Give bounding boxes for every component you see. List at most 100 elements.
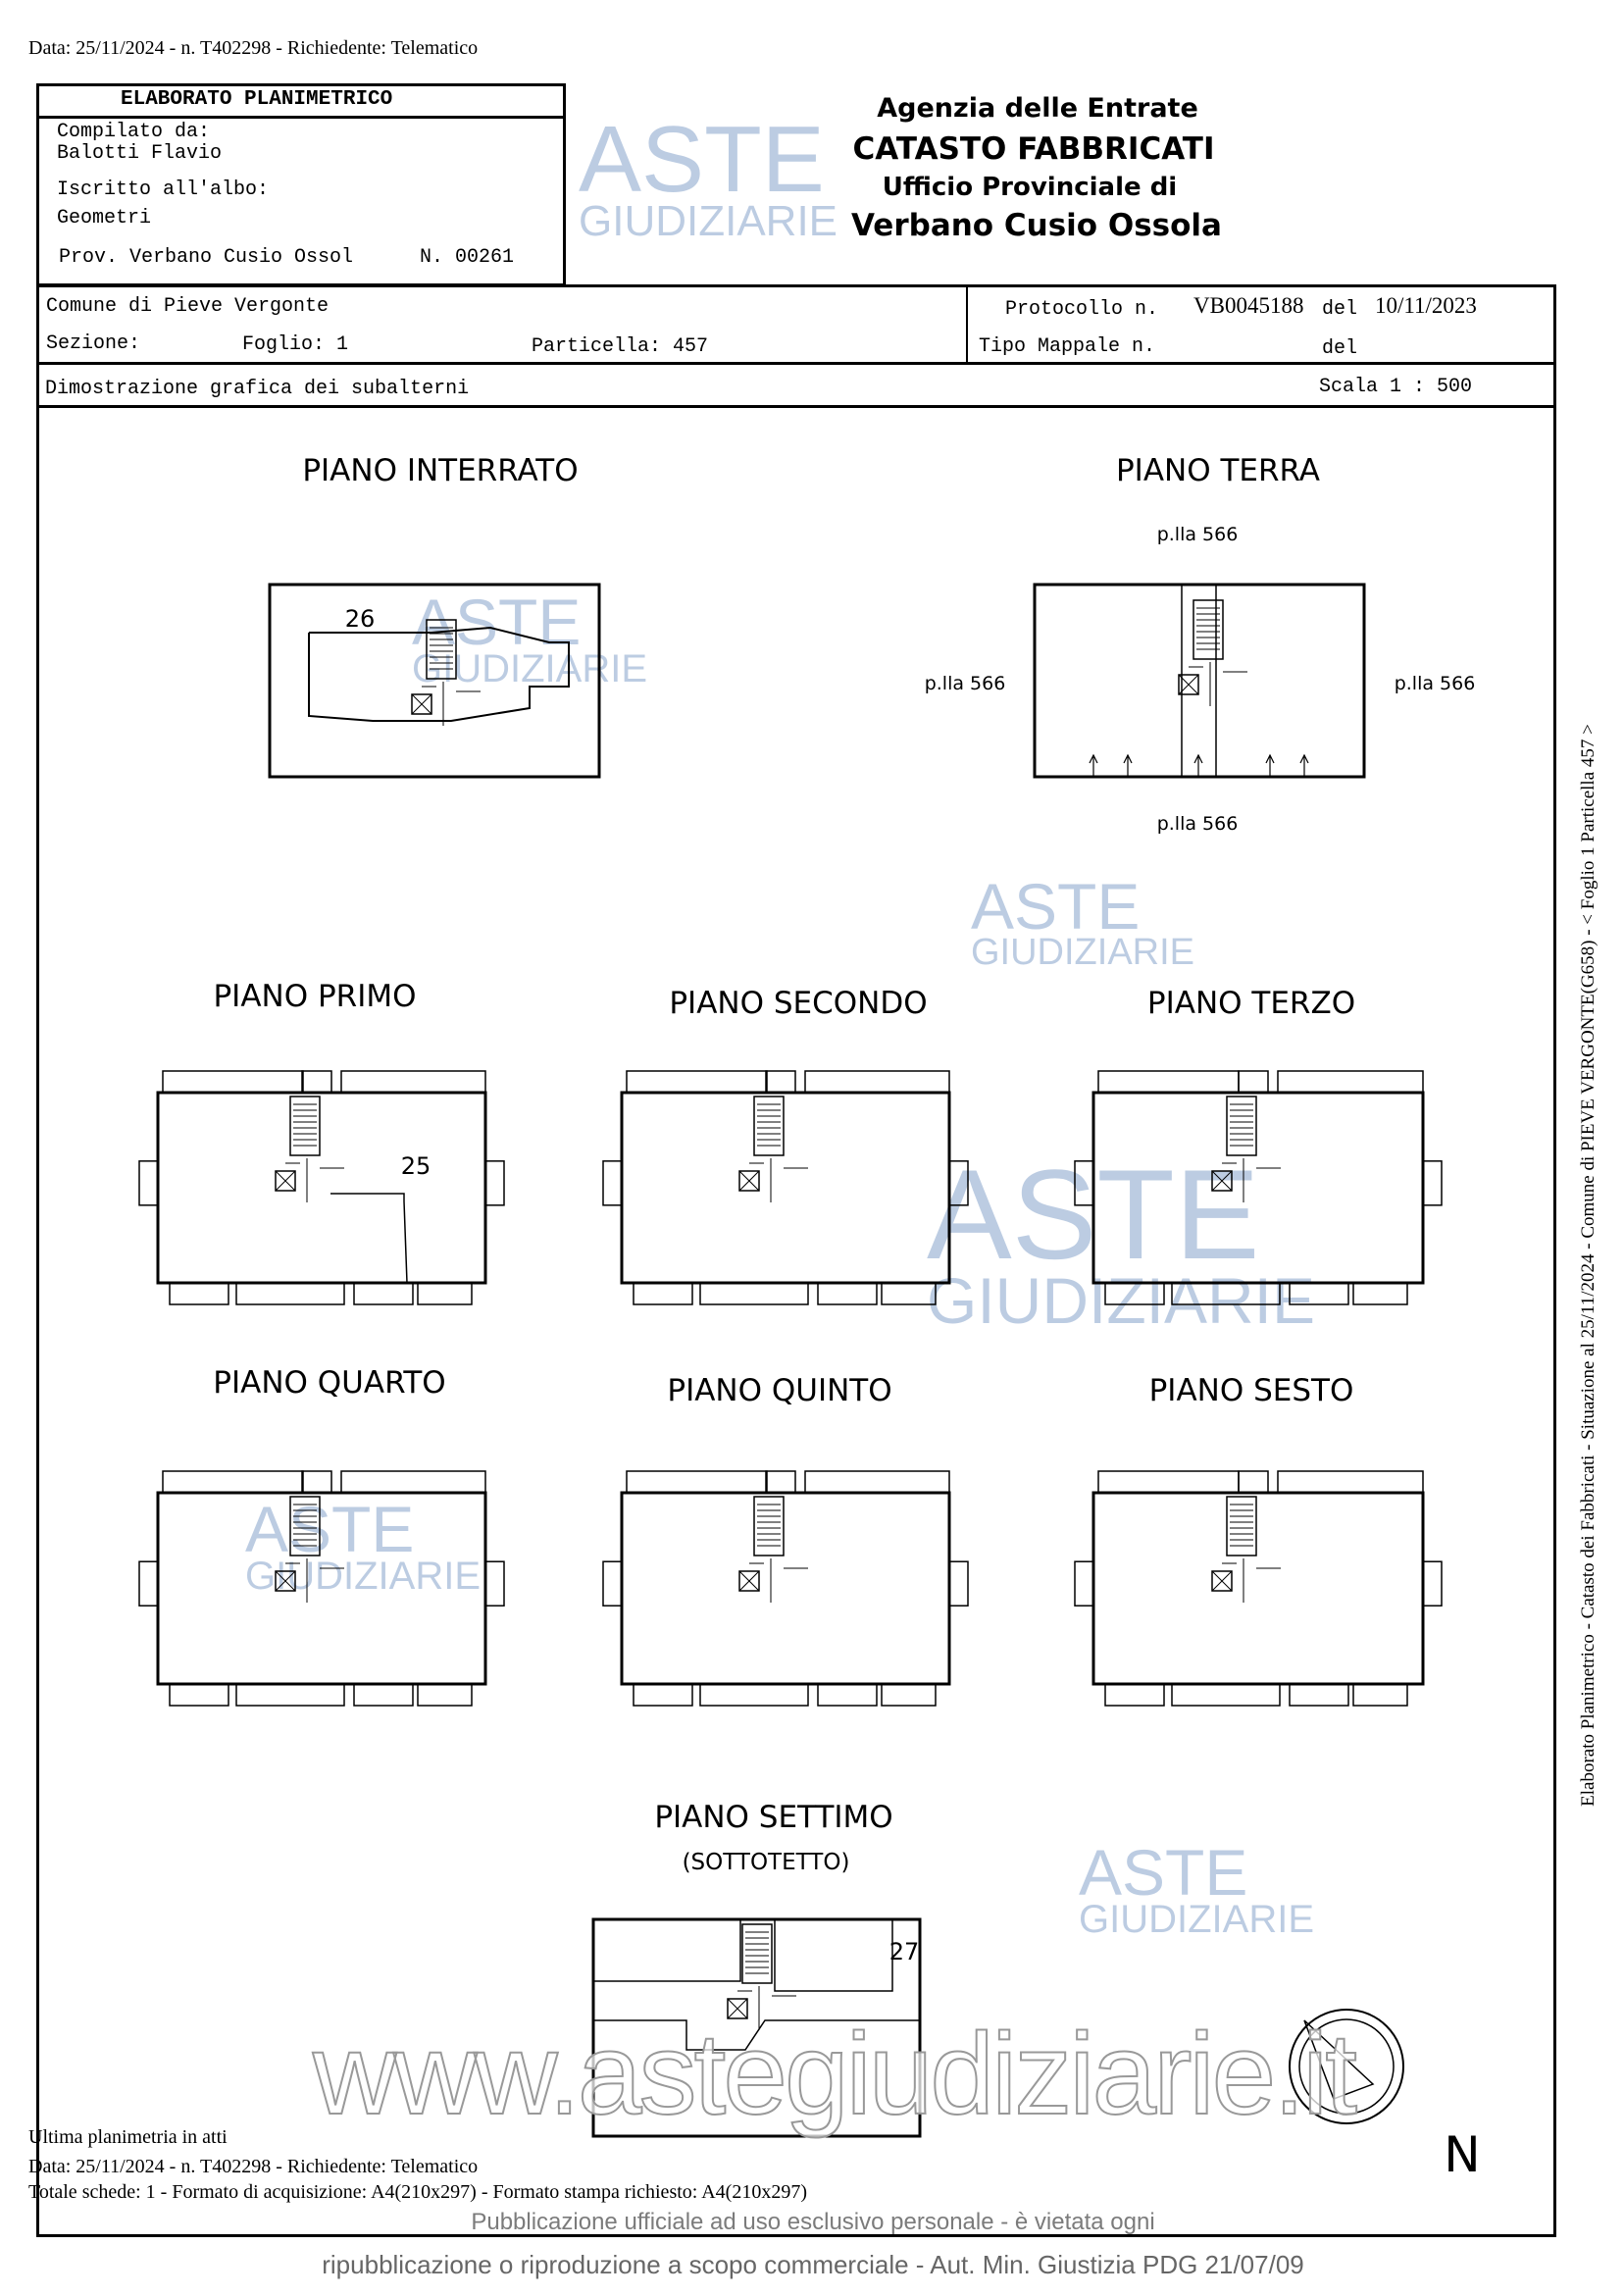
balcony bbox=[1171, 1683, 1281, 1707]
balcony bbox=[1289, 1683, 1349, 1707]
lift-shaft bbox=[1211, 1570, 1233, 1592]
balcony bbox=[417, 1683, 473, 1707]
balcony bbox=[1352, 1683, 1408, 1707]
stair-core bbox=[753, 1096, 785, 1156]
balcony bbox=[162, 1070, 304, 1094]
stair-core bbox=[741, 1923, 773, 1984]
stair-core bbox=[1226, 1496, 1257, 1556]
lift-shaft bbox=[738, 1170, 760, 1192]
foglio: Foglio: 1 bbox=[242, 333, 349, 356]
floor-outline bbox=[1091, 1091, 1425, 1285]
balcony bbox=[1097, 1070, 1240, 1094]
balcony bbox=[1104, 1683, 1165, 1707]
side-bay bbox=[948, 1160, 969, 1206]
side-bay bbox=[1422, 1160, 1443, 1206]
del-label: del bbox=[1322, 298, 1358, 321]
balcony bbox=[235, 1683, 345, 1707]
floor-outline bbox=[620, 1091, 951, 1285]
compass-icon bbox=[1298, 2018, 1395, 2115]
lift-shaft bbox=[275, 1570, 296, 1592]
compiled-label: Compilato da: bbox=[57, 121, 211, 143]
arrow-icon bbox=[1193, 753, 1203, 764]
lift-cross bbox=[738, 1570, 760, 1592]
lift-cross bbox=[411, 693, 432, 715]
compass-needle bbox=[1303, 2019, 1375, 2100]
albo-label: Iscritto all'albo: bbox=[57, 179, 270, 201]
compiler-name: Balotti Flavio bbox=[57, 142, 223, 165]
balcony bbox=[417, 1282, 473, 1305]
floor-title-interrato: PIANO INTERRATO bbox=[302, 453, 579, 488]
balcony bbox=[1238, 1470, 1269, 1494]
side-bay bbox=[484, 1560, 505, 1607]
unit-boundary bbox=[330, 1193, 408, 1284]
arrow-icon bbox=[1299, 753, 1309, 764]
balcony bbox=[817, 1683, 878, 1707]
floor-title-terzo: PIANO TERZO bbox=[1146, 986, 1356, 1021]
balcony bbox=[169, 1683, 229, 1707]
stair-core bbox=[289, 1496, 321, 1556]
floor-title-secondo: PIANO SECONDO bbox=[669, 986, 928, 1021]
compass-icon bbox=[1289, 2009, 1404, 2124]
side-bay bbox=[138, 1160, 159, 1206]
header-line: Data: 25/11/2024 - n. T402298 - Richiede… bbox=[28, 37, 479, 59]
lift-shaft bbox=[1211, 1170, 1233, 1192]
balcony bbox=[626, 1070, 768, 1094]
balcony bbox=[881, 1282, 937, 1305]
protocollo-label: Protocollo n. bbox=[1005, 298, 1159, 321]
sezione: Sezione: bbox=[46, 332, 141, 355]
divider bbox=[36, 362, 1556, 365]
balcony bbox=[817, 1282, 878, 1305]
main-frame bbox=[36, 284, 1556, 2237]
divider bbox=[36, 116, 566, 119]
floor-outline bbox=[620, 1491, 951, 1686]
floor-title-sesto: PIANO SESTO bbox=[1148, 1373, 1354, 1408]
parcel-label-left: p.lla 566 bbox=[924, 673, 1006, 694]
floor-title-quinto: PIANO QUINTO bbox=[667, 1373, 892, 1408]
stair-core bbox=[1226, 1096, 1257, 1156]
balcony bbox=[626, 1470, 768, 1494]
lift-cross bbox=[1211, 1570, 1233, 1592]
floor-outline bbox=[1091, 1491, 1425, 1686]
floor-outline bbox=[268, 583, 601, 779]
balcony bbox=[765, 1470, 796, 1494]
subaltern-25: 25 bbox=[400, 1152, 431, 1180]
footer-ripubblicazione: ripubblicazione o riproduzione a scopo c… bbox=[322, 2250, 1304, 2279]
stair-core bbox=[289, 1096, 321, 1156]
balcony bbox=[804, 1070, 950, 1094]
side-caption: Elaborato Planimetrico - Catasto dei Fab… bbox=[1578, 724, 1599, 1807]
floor-title-quarto: PIANO QUARTO bbox=[213, 1365, 446, 1401]
lift-cross bbox=[738, 1170, 760, 1192]
lift-shaft bbox=[1178, 674, 1199, 695]
balcony bbox=[1104, 1282, 1165, 1305]
parcel-label-top: p.lla 566 bbox=[1156, 524, 1239, 545]
subaltern-27: 27 bbox=[888, 1938, 920, 1965]
floor-outline bbox=[156, 1091, 487, 1285]
comune: Comune di Pieve Vergonte bbox=[46, 295, 330, 318]
scala: Scala 1 : 500 bbox=[1319, 376, 1473, 398]
stair-core bbox=[1193, 599, 1224, 660]
balcony bbox=[633, 1282, 693, 1305]
basement-outline bbox=[308, 626, 570, 722]
stair-core bbox=[426, 619, 457, 680]
balcony bbox=[301, 1470, 332, 1494]
floor-title-terra: PIANO TERRA bbox=[1115, 453, 1321, 488]
protocollo-date: 10/11/2023 bbox=[1375, 293, 1477, 318]
balcony bbox=[340, 1070, 486, 1094]
footer-pubblicazione: Pubblicazione ufficiale ad uso esclusivo… bbox=[471, 2209, 1155, 2235]
balcony bbox=[699, 1683, 809, 1707]
attic-walls bbox=[593, 2019, 920, 2051]
balcony bbox=[1238, 1070, 1269, 1094]
balcony bbox=[1277, 1070, 1424, 1094]
footer-totale: Totale schede: 1 - Formato di acquisizio… bbox=[28, 2181, 807, 2203]
side-bay bbox=[948, 1560, 969, 1607]
side-bay bbox=[138, 1560, 159, 1607]
watermark-url: www.astegiudiziarie.it bbox=[312, 2009, 1358, 2140]
balcony bbox=[633, 1683, 693, 1707]
floor-outline bbox=[156, 1491, 487, 1686]
balcony bbox=[1289, 1282, 1349, 1305]
balcony bbox=[353, 1282, 414, 1305]
subaltern-26: 26 bbox=[344, 605, 376, 633]
lift-cross bbox=[275, 1570, 296, 1592]
arrow-icon bbox=[1265, 753, 1275, 764]
